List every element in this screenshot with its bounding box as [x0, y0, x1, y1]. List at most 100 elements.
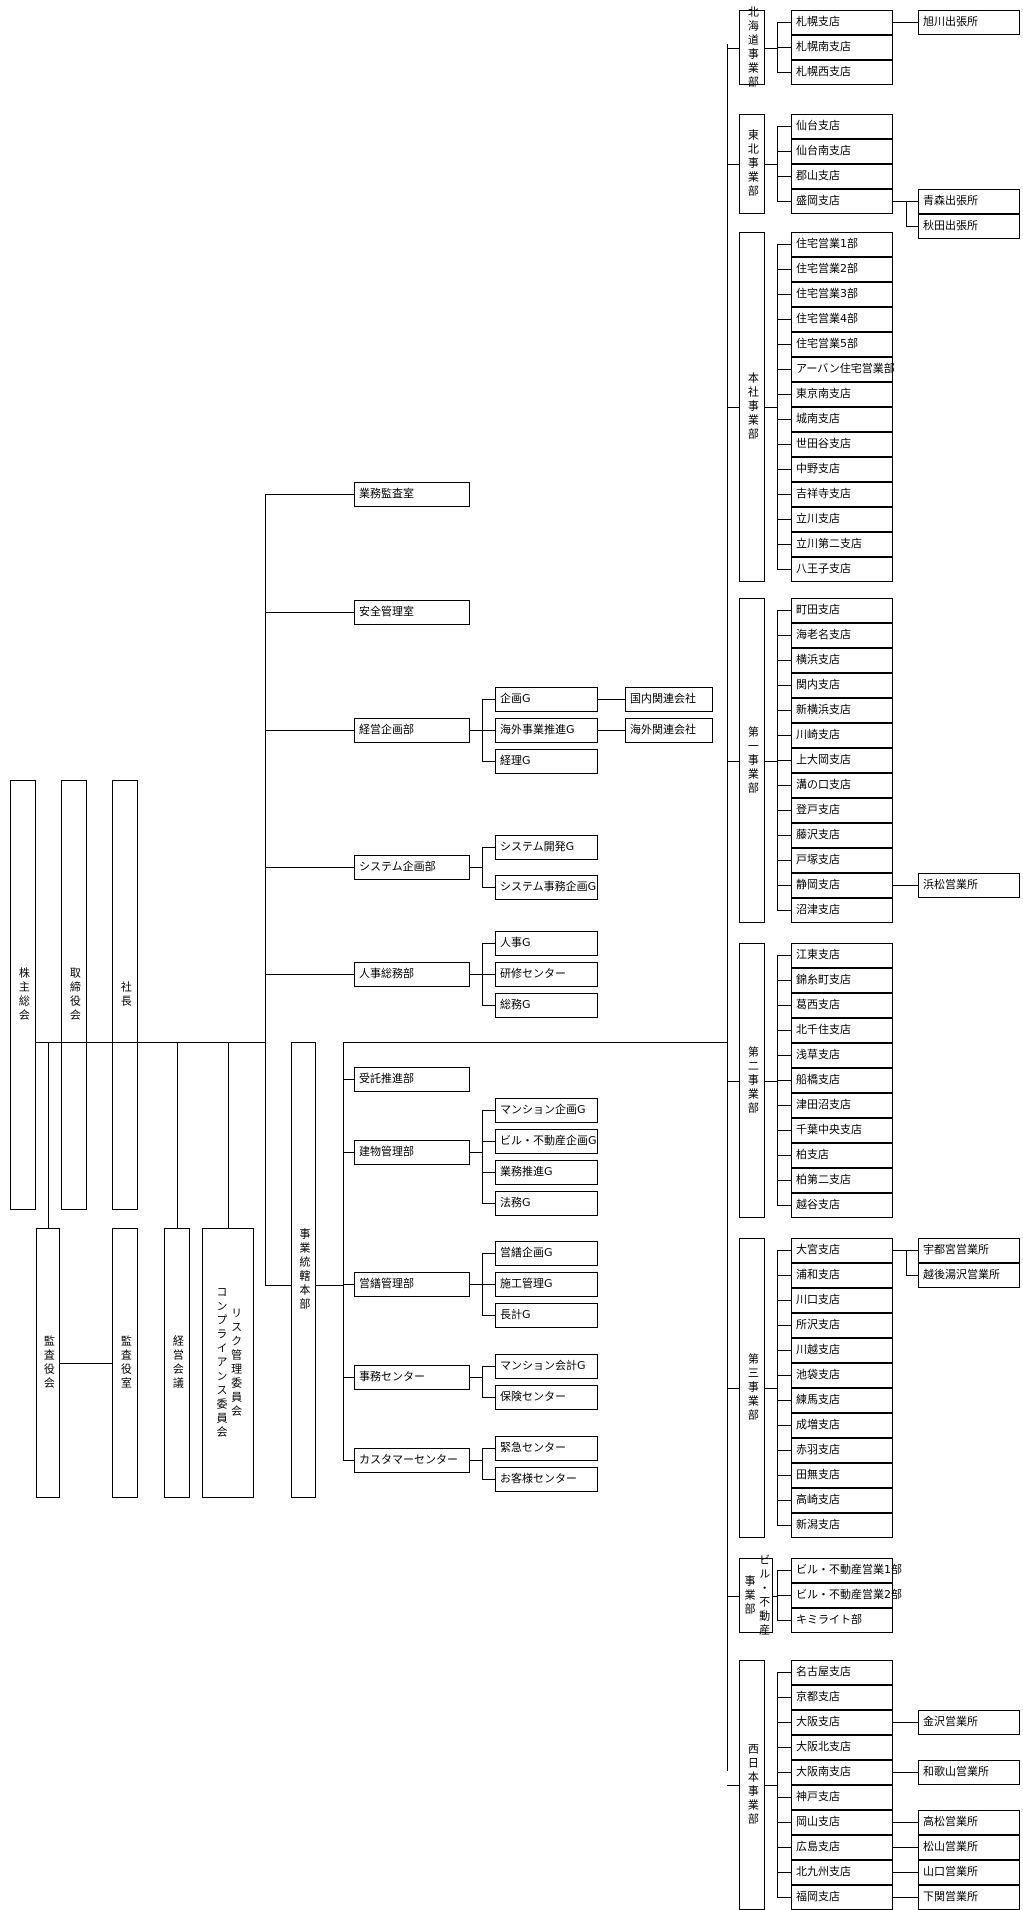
connector-line [777, 1672, 792, 1673]
division-honsha-branch-6: 東京南支店 [791, 382, 893, 407]
division-building_re: ビル・不動産事業部 [739, 1554, 773, 1638]
dept-repair-management: 営繕管理部 [354, 1272, 470, 1297]
risk-compliance-committee-box-label-0: リスク管理委員会 [229, 1307, 243, 1419]
system-group-1: システム事務企画G [495, 875, 598, 900]
connector-line [36, 1042, 266, 1043]
connector-line [727, 1596, 740, 1597]
connector-line [777, 1872, 792, 1873]
hr-group-1: 研修センター [495, 962, 598, 987]
division-third: 第三事業部 [739, 1238, 765, 1538]
connector-line [482, 1110, 496, 1111]
division-honsha-branch-2: 住宅営業3部 [791, 282, 893, 307]
connector-line [482, 1397, 496, 1398]
connector-line [48, 1042, 49, 1229]
business-hq-box: 事業統轄本部 [291, 1042, 316, 1498]
connector-line [777, 72, 792, 73]
connector-line [777, 369, 792, 370]
division-honsha-branch-8: 世田谷支店 [791, 432, 893, 457]
connector-line [470, 1284, 483, 1285]
connector-line [598, 730, 626, 731]
connector-line [777, 1030, 792, 1031]
connector-line [777, 244, 778, 570]
connector-line [777, 294, 792, 295]
dept-office-center: 事務センター [354, 1365, 470, 1390]
connector-line [343, 1377, 355, 1378]
connector-line [482, 1172, 496, 1173]
division-honsha-branch-12: 立川第二支店 [791, 532, 893, 557]
connector-line [777, 176, 792, 177]
connector-line [765, 1388, 778, 1389]
repair-group-1: 施工管理G [495, 1272, 598, 1297]
division-honsha-branch-4: 住宅営業5部 [791, 332, 893, 357]
division-honsha-branch-7: 城南支店 [791, 407, 893, 432]
office-group-0: マンション会計G [495, 1354, 598, 1379]
connector-line [765, 1081, 778, 1082]
connector-line [777, 1822, 792, 1823]
connector-line [482, 1448, 496, 1449]
connector-line [777, 544, 792, 545]
division-second-branch-6: 津田沼支店 [791, 1093, 893, 1118]
board-box: 取締役会 [61, 780, 87, 1210]
connector-line [265, 494, 355, 495]
connector-line [777, 444, 792, 445]
division-west-branch-9: 福岡支店 [791, 1885, 893, 1910]
division-third-branch-7: 成増支店 [791, 1413, 893, 1438]
division-west-label: 西日本事業部 [746, 1743, 760, 1827]
connector-line [343, 1284, 355, 1285]
connector-line [265, 867, 355, 868]
division-third-branch-4: 川越支店 [791, 1338, 893, 1363]
connector-line [470, 867, 483, 868]
connector-line [470, 730, 483, 731]
connector-line [482, 1141, 496, 1142]
president-box: 社長 [112, 780, 138, 1210]
connector-line [777, 1525, 792, 1526]
division-first-branch-0: 町田支店 [791, 598, 893, 623]
planning-group-1: 海外事業推進G [495, 718, 598, 743]
connector-line [777, 735, 792, 736]
connector-line [777, 910, 792, 911]
connector-line [482, 1366, 483, 1398]
connector-line [777, 1897, 792, 1898]
connector-line [470, 1152, 483, 1153]
connector-line [265, 494, 266, 1286]
connector-line [777, 1400, 792, 1401]
connector-line [893, 1872, 919, 1873]
division-west-office-松山営業所: 松山営業所 [918, 1835, 1020, 1860]
auditors-board-box-label: 監査役会 [42, 1335, 56, 1391]
division-second-branch-1: 錦糸町支店 [791, 968, 893, 993]
connector-line [777, 469, 792, 470]
dept-customer-center: カスタマーセンター [354, 1448, 470, 1473]
division-hokkaido-label: 北海道事業部 [746, 5, 760, 90]
connector-line [177, 1042, 178, 1229]
system-group-0: システム開発G [495, 835, 598, 860]
division-tohoku-branch-2: 郡山支店 [791, 164, 893, 189]
division-second-branch-8: 柏支店 [791, 1143, 893, 1168]
connector-line [906, 1250, 919, 1251]
shareholders-meeting-box: 株主総会 [10, 780, 36, 1210]
risk-compliance-committee-box-label-1: コンプライアンス委員会 [215, 1286, 228, 1440]
connector-line [470, 974, 483, 975]
connector-line [906, 1250, 907, 1276]
building-group-2: 業務推進G [495, 1160, 598, 1185]
division-tohoku-branch-0: 仙台支店 [791, 114, 893, 139]
division-second-branch-10: 越谷支店 [791, 1193, 893, 1218]
connector-line [470, 1460, 483, 1461]
connector-line [777, 980, 792, 981]
connector-line [777, 319, 792, 320]
auditors-board-box: 監査役会 [36, 1228, 60, 1498]
division-west-branch-7: 広島支店 [791, 1835, 893, 1860]
division-first-branch-12: 沼津支店 [791, 898, 893, 923]
division-honsha: 本社事業部 [739, 232, 765, 582]
connector-line [777, 860, 792, 861]
connector-line [777, 1570, 792, 1571]
connector-line [777, 1375, 792, 1376]
division-third-branch-11: 新潟支店 [791, 1513, 893, 1538]
connector-line [777, 494, 792, 495]
connector-line [343, 1042, 728, 1043]
connector-line [777, 1797, 792, 1798]
connector-line [482, 847, 496, 848]
connector-line [482, 1110, 483, 1204]
division-building_re-label-1: 事業部 [743, 1574, 756, 1617]
division-third-office-宇都宮営業所: 宇都宮営業所 [918, 1238, 1020, 1263]
